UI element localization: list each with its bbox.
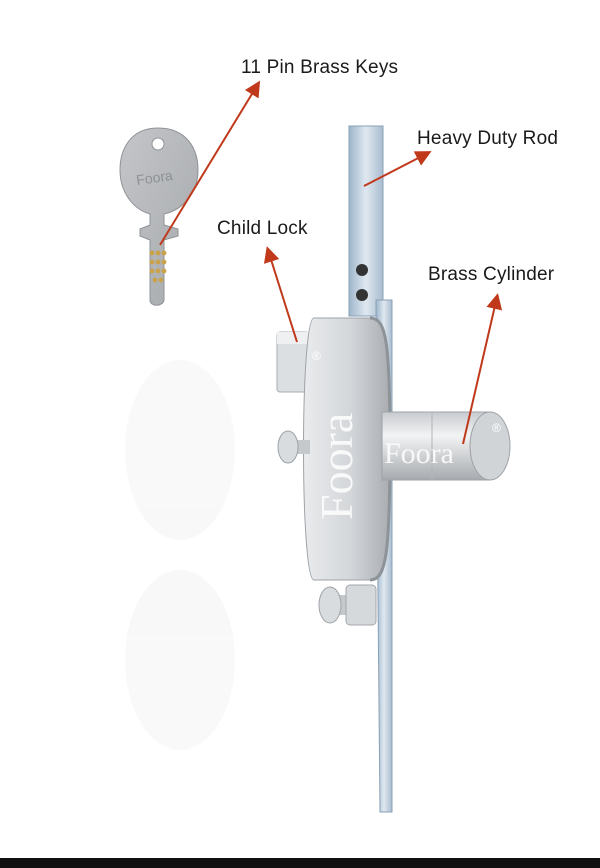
label-brass-cylinder: Brass Cylinder [428, 264, 555, 285]
brass-cylinder [381, 411, 511, 481]
label-11-pin-brass-keys: 11 Pin Brass Keys [241, 57, 399, 78]
label-heavy-duty-rod: Heavy Duty Rod [417, 128, 559, 149]
label-child-lock: Child Lock [217, 218, 308, 239]
registered-mark-cylinder: ® [492, 421, 501, 435]
knob-top [277, 430, 310, 464]
callout-arrows [159, 80, 503, 445]
registered-mark-body: ® [312, 349, 321, 363]
rod-arrow [363, 151, 432, 187]
knob-bottom [318, 584, 377, 626]
cylinder-logo: Foora [384, 437, 454, 470]
child-lock [276, 331, 310, 393]
bottom-bar [0, 858, 600, 868]
body-logo: Foora [311, 413, 362, 520]
child-lock-arrow [263, 246, 298, 343]
key-logo: Foora [135, 167, 174, 188]
keys-arrow [159, 80, 261, 246]
cylinder-arrow [462, 293, 503, 445]
key-icon [119, 127, 199, 306]
